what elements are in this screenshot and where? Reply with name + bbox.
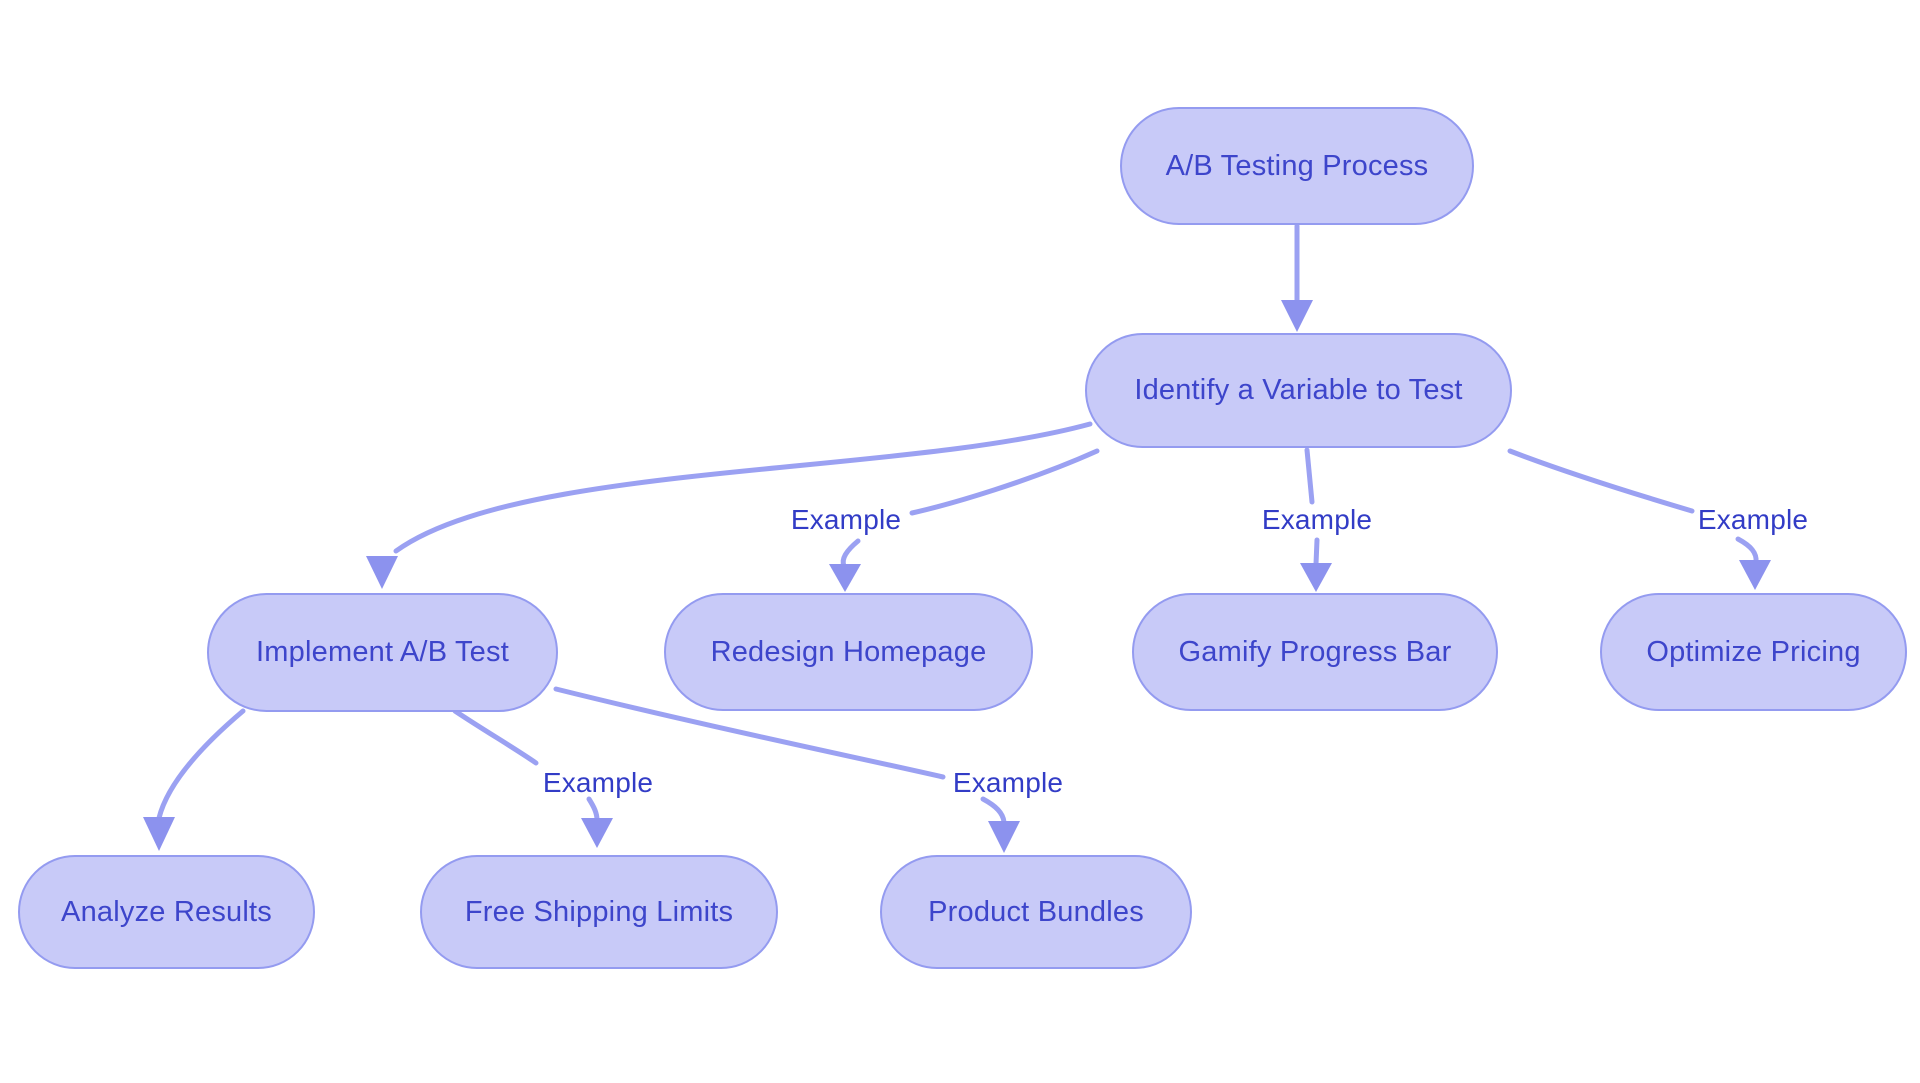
edge-identify-optimize-upper bbox=[1507, 448, 1695, 514]
arrowhead-implement bbox=[366, 556, 398, 589]
node-redesign-homepage: Redesign Homepage bbox=[664, 593, 1033, 711]
arrowhead-productbundles bbox=[988, 821, 1020, 853]
node-analyze-results: Analyze Results bbox=[18, 855, 315, 969]
node-gamify-progress-bar: Gamify Progress Bar bbox=[1132, 593, 1498, 711]
edge-identify-redesign-lower bbox=[840, 538, 861, 569]
arrowhead-redesign bbox=[829, 564, 861, 592]
edge-implement-productbundles-upper bbox=[553, 686, 946, 780]
edge-identify-redesign-upper bbox=[909, 448, 1100, 516]
node-product-bundles: Product Bundles bbox=[880, 855, 1192, 969]
edge-identify-gamify-upper bbox=[1304, 447, 1315, 505]
arrowhead-optimize bbox=[1739, 560, 1771, 590]
node-ab-testing-process: A/B Testing Process bbox=[1120, 107, 1474, 225]
node-free-shipping-limits: Free Shipping Limits bbox=[420, 855, 778, 969]
node-identify-variable: Identify a Variable to Test bbox=[1085, 333, 1512, 448]
edge-identify-optimize-lower bbox=[1735, 536, 1759, 565]
edge-identify-gamify-lower bbox=[1313, 537, 1320, 567]
node-optimize-pricing: Optimize Pricing bbox=[1600, 593, 1907, 711]
arrowhead-identify bbox=[1281, 300, 1313, 332]
edge-implement-analyze bbox=[156, 708, 246, 821]
edge-label-productbundles-example: Example bbox=[952, 767, 1064, 798]
edge-implement-freeshipping-upper bbox=[452, 708, 539, 766]
edge-implement-productbundles-lower bbox=[980, 796, 1007, 825]
arrowhead-freeshipping bbox=[581, 818, 613, 848]
arrowhead-analyze bbox=[143, 817, 175, 851]
edge-identify-implement bbox=[393, 421, 1093, 554]
arrowhead-gamify bbox=[1300, 563, 1332, 592]
edge-label-freeshipping-example: Example bbox=[542, 767, 654, 798]
edge-label-gamify-example: Example bbox=[1261, 504, 1373, 535]
edge-label-redesign-example: Example bbox=[790, 504, 902, 535]
edge-label-optimize-example: Example bbox=[1697, 504, 1809, 535]
node-implement-ab-test: Implement A/B Test bbox=[207, 593, 558, 712]
edge-implement-freeshipping-lower bbox=[586, 796, 600, 823]
